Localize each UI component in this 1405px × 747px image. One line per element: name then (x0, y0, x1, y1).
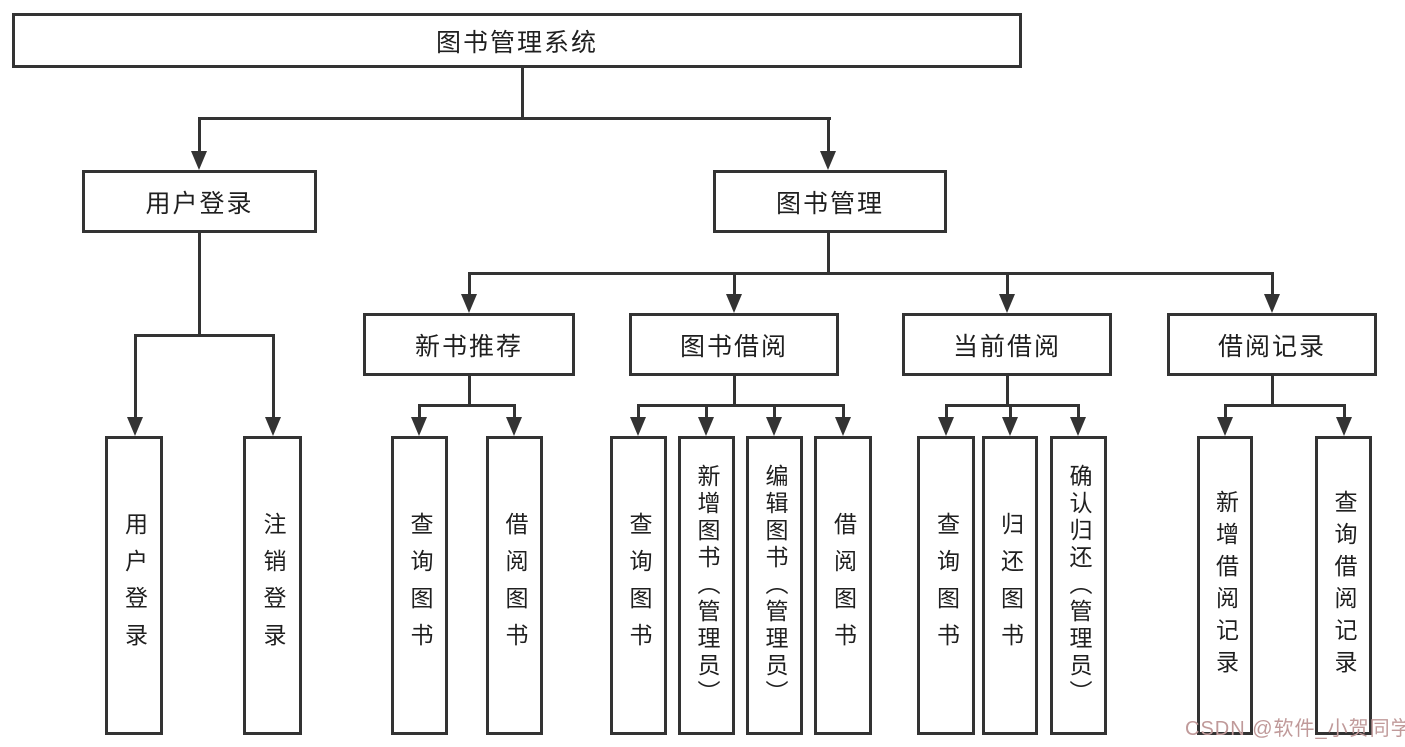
connector-to-bb-query (637, 404, 640, 418)
connector-current-borrowing-rail (945, 404, 1079, 407)
arrow-down-icon (999, 294, 1015, 313)
node-new-book-recommendation: 新书推荐 (363, 313, 575, 376)
leaf-nb-borrow-books: 借阅图书 (486, 436, 543, 735)
arrow-down-icon (938, 417, 954, 436)
connector-book-borrowing-stem (733, 376, 736, 406)
arrow-down-icon (1070, 417, 1086, 436)
connector-to-cb-return (1009, 404, 1012, 418)
arrow-down-icon (1002, 417, 1018, 436)
arrow-down-icon (1264, 294, 1280, 313)
connector-root-stem (521, 68, 524, 119)
connector-to-leaf-user-login (134, 334, 137, 418)
node-book-management: 图书管理 (713, 170, 947, 233)
node-current-borrowing: 当前借阅 (902, 313, 1112, 376)
leaf-br-query-record: 查询借阅记录 (1315, 436, 1372, 735)
arrow-down-icon (127, 417, 143, 436)
leaf-bb-add-books-admin: 新增图书（管理员） (678, 436, 735, 735)
connector-book-management-stem (827, 232, 830, 274)
arrow-down-icon (191, 151, 207, 170)
connector-to-br-query (1343, 404, 1346, 418)
connector-to-book-borrowing (733, 272, 736, 295)
arrow-down-icon (835, 417, 851, 436)
node-borrowing-records: 借阅记录 (1167, 313, 1377, 376)
connector-to-bb-add (705, 404, 708, 418)
connector-current-borrowing-stem (1006, 376, 1009, 406)
connector-to-user-login (198, 117, 201, 152)
node-user-login: 用户登录 (82, 170, 317, 233)
leaf-cb-confirm-return-admin: 确认归还（管理员） (1050, 436, 1107, 735)
leaf-cb-return-books: 归还图书 (982, 436, 1038, 735)
arrow-down-icon (461, 294, 477, 313)
watermark: CSDN @软件_小贺同学 (1185, 718, 1405, 740)
connector-borrowing-records-rail (1224, 404, 1345, 407)
arrow-down-icon (1217, 417, 1233, 436)
arrow-down-icon (506, 417, 522, 436)
leaf-bb-borrow-books: 借阅图书 (814, 436, 872, 735)
arrow-down-icon (726, 294, 742, 313)
connector-user-login-rail (134, 334, 275, 337)
connector-to-new-book (468, 272, 471, 295)
connector-to-cb-confirm (1077, 404, 1080, 418)
connector-to-leaf-logout (272, 334, 275, 418)
leaf-user-login: 用户登录 (105, 436, 163, 735)
node-root: 图书管理系统 (12, 13, 1022, 68)
node-book-borrowing: 图书借阅 (629, 313, 839, 376)
connector-new-book-stem (468, 376, 471, 406)
arrow-down-icon (698, 417, 714, 436)
leaf-nb-query-books: 查询图书 (391, 436, 448, 735)
leaf-logout-login: 注销登录 (243, 436, 302, 735)
connector-user-login-stem (198, 233, 201, 336)
connector-to-nb-borrow (513, 404, 516, 418)
leaf-br-add-record: 新增借阅记录 (1197, 436, 1253, 735)
arrow-down-icon (630, 417, 646, 436)
arrow-down-icon (411, 417, 427, 436)
connector-level1-rail (198, 117, 831, 120)
leaf-cb-query-books: 查询图书 (917, 436, 975, 735)
connector-to-borrowing-records (1271, 272, 1274, 295)
connector-new-book-rail (418, 404, 516, 407)
connector-to-bb-borrow (842, 404, 845, 418)
connector-borrowing-records-stem (1271, 376, 1274, 406)
arrow-down-icon (766, 417, 782, 436)
leaf-bb-edit-books-admin: 编辑图书（管理员） (746, 436, 803, 735)
connector-to-nb-query (418, 404, 421, 418)
arrow-down-icon (1336, 417, 1352, 436)
connector-to-bb-edit (773, 404, 776, 418)
connector-level2-rail (468, 272, 1274, 275)
connector-to-current-borrowing (1006, 272, 1009, 295)
leaf-bb-query-books: 查询图书 (610, 436, 667, 735)
connector-to-br-add (1224, 404, 1227, 418)
connector-book-borrowing-rail (637, 404, 844, 407)
connector-to-cb-query (945, 404, 948, 418)
arrow-down-icon (820, 151, 836, 170)
connector-to-book-management (827, 117, 830, 152)
arrow-down-icon (265, 417, 281, 436)
